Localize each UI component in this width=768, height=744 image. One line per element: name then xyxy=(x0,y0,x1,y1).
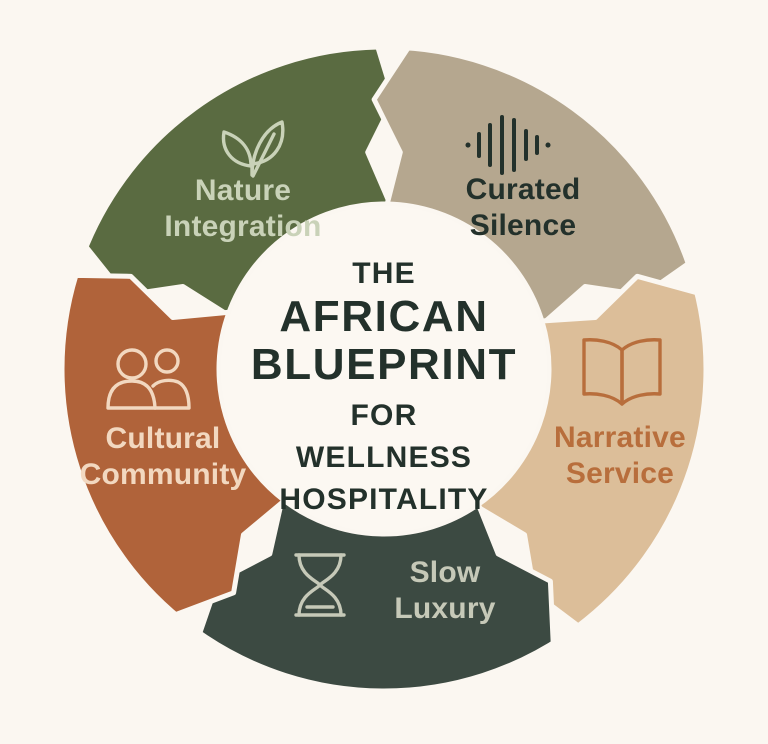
sprout-icon xyxy=(221,120,285,178)
label-line-2: Community xyxy=(80,458,247,491)
center-title-line-4: FOR xyxy=(351,399,418,432)
segment-narrative-service[interactable] xyxy=(473,272,709,629)
segment-icons-group xyxy=(106,115,662,617)
open-book-icon xyxy=(582,338,662,406)
label-line-1: Narrative xyxy=(554,421,686,454)
label-line-2: Silence xyxy=(470,209,576,242)
segment-nature-integration[interactable] xyxy=(77,44,397,318)
center-title-line-5: WELLNESS xyxy=(296,441,472,474)
label-line-2: Integration xyxy=(164,210,321,243)
label-line-1: Cultural xyxy=(106,422,221,455)
label-line-2: Service xyxy=(566,457,674,490)
center-title-line-1: THE xyxy=(352,257,416,290)
label-line-1: Nature xyxy=(195,174,291,207)
people-icon xyxy=(106,348,191,410)
label-line-2: Luxury xyxy=(394,592,495,625)
segment-curated-silence[interactable] xyxy=(371,44,691,327)
segment-slow-luxury[interactable] xyxy=(197,496,571,694)
hourglass-icon xyxy=(294,553,346,617)
center-title-line-3: BLUEPRINT xyxy=(251,340,517,389)
soundwave-icon xyxy=(465,115,551,175)
label-line-1: Slow xyxy=(410,556,481,589)
center-hub xyxy=(221,206,547,532)
center-title-line-2: AFRICAN xyxy=(279,292,488,341)
center-title-line-6: HOSPITALITY xyxy=(279,483,488,516)
label-line-1: Curated xyxy=(466,173,581,206)
